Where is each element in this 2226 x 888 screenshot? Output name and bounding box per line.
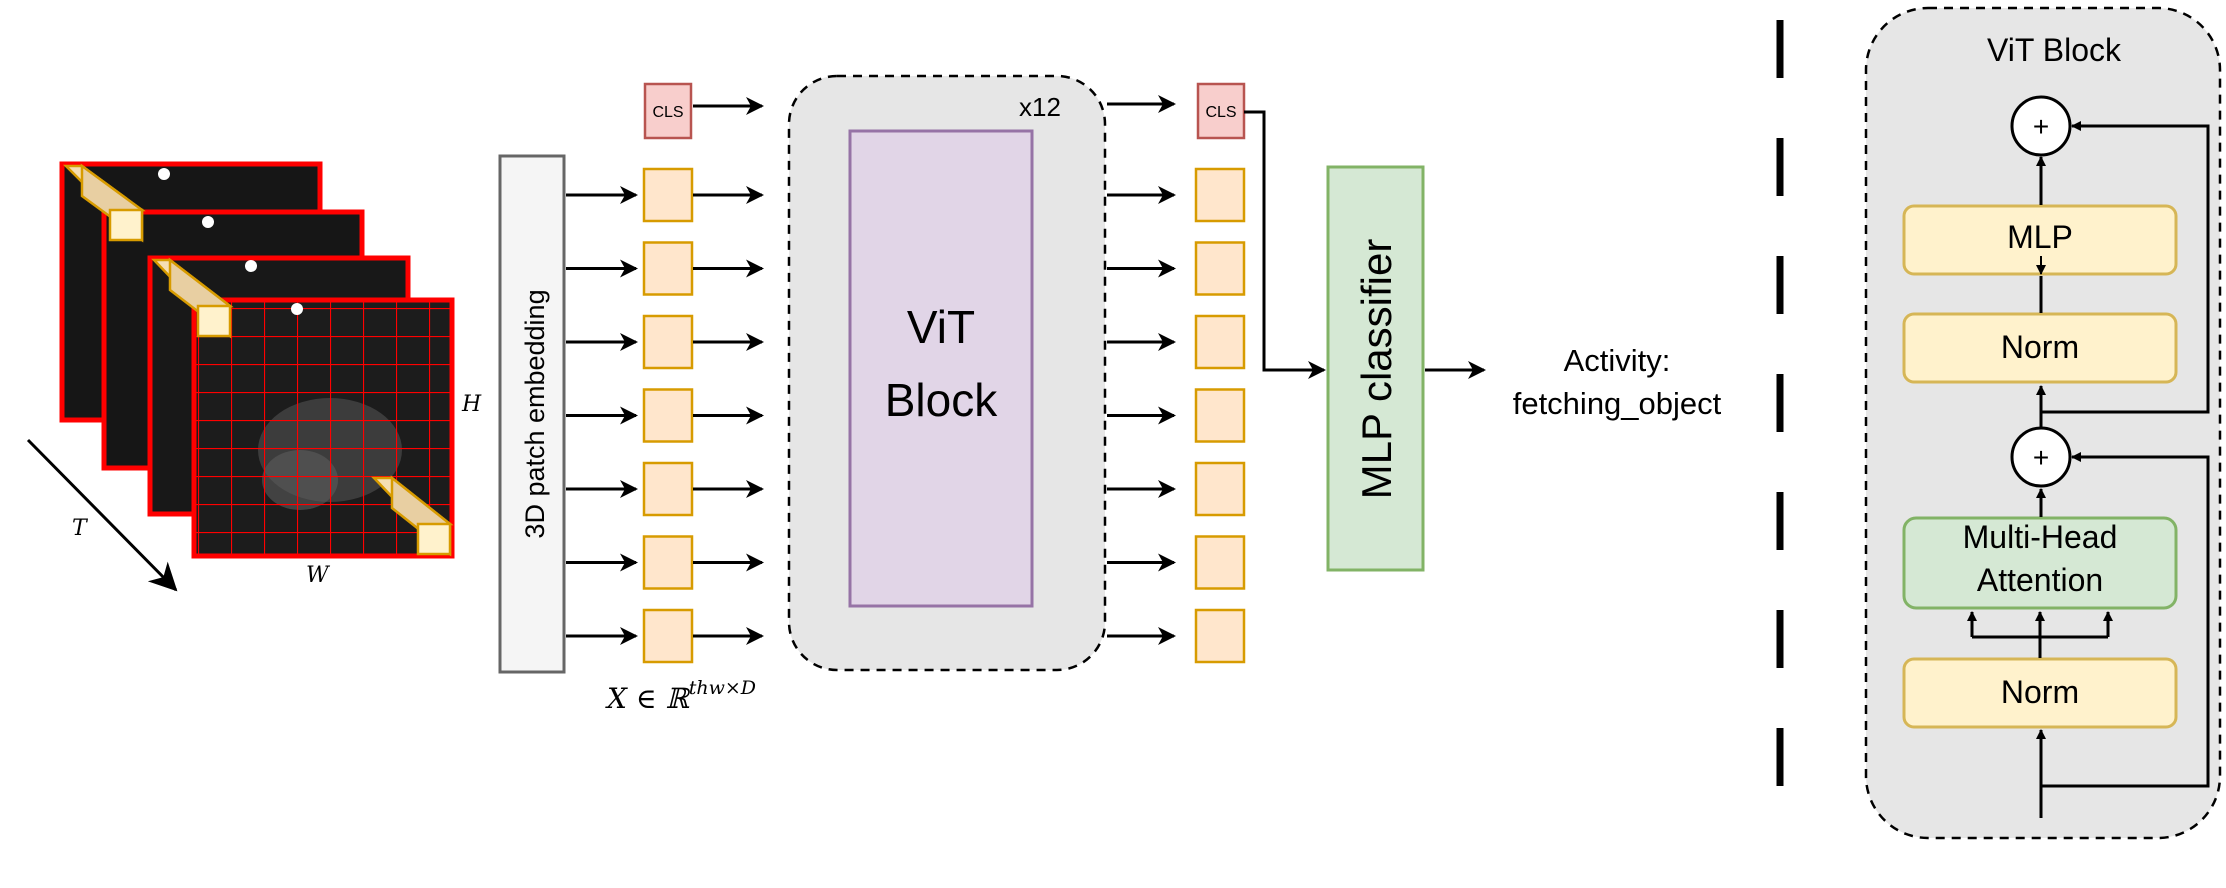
residual-add-lower-symbol: +: [2033, 442, 2049, 473]
cls-token-input: [643, 82, 693, 140]
input-tokens: CLS: [566, 82, 764, 664]
output-patch-token-6: [1194, 535, 1246, 590]
norm-bottom-box: [1902, 657, 2178, 729]
repeat-count-label: x12: [1019, 92, 1061, 122]
axis-h-label: H: [461, 392, 482, 417]
cls-token-input-label: CLS: [652, 104, 683, 121]
norm-bottom-label: Norm: [2001, 674, 2079, 710]
residual-connection-upper: [2041, 121, 2210, 414]
input-patch-token-4: [642, 388, 694, 443]
vit-block-main: [848, 129, 1034, 608]
output-patch-token-3: [1194, 314, 1246, 370]
mlp-label: MLP: [2007, 219, 2073, 255]
time-axis-arrow: [26, 438, 178, 592]
vit-block-detail-title: ViT Block: [1987, 32, 2122, 68]
norm-top-label: Norm: [2001, 329, 2079, 365]
frame-light-dot: [245, 260, 257, 272]
input-patch-token-5: [642, 461, 694, 517]
residual-add-upper-symbol: +: [2033, 111, 2049, 142]
tubelet-patch-1: [62, 163, 146, 243]
output-patch-token-4: [1194, 388, 1246, 443]
norm-top-box: [1902, 312, 2178, 384]
vit-block-detail: ViT Block Norm Multi-Head Attention + No…: [1864, 6, 2222, 840]
output-patch-token-7: [1194, 608, 1246, 664]
vit-block-main-label-line1: ViT: [907, 301, 975, 353]
cls-to-classifier-connector: [1244, 110, 1326, 379]
mlp-classifier-label: MLP classifier: [1353, 239, 1400, 500]
output-patch-token-1: [1194, 167, 1246, 223]
axis-w-label: W: [306, 563, 331, 588]
frame-light-dot: [202, 216, 214, 228]
activity-label-line2: fetching_object: [1513, 386, 1722, 421]
axis-t-label: T: [72, 516, 89, 541]
multi-head-attention-box: [1902, 516, 2178, 610]
input-patch-token-1: [642, 167, 694, 223]
frame-light-dot: [158, 168, 170, 180]
vit-block-main-label-line2: Block: [885, 374, 998, 426]
formula-superscript: thw×D: [689, 677, 756, 699]
output-patch-token-column: [1107, 167, 1246, 664]
residual-connection-lower: [2041, 452, 2210, 788]
multi-head-attention-label-line2: Attention: [1977, 562, 2103, 598]
input-patch-token-7: [642, 608, 694, 664]
output-tokens: CLS: [1107, 82, 1246, 664]
tubelet-patch-3: [371, 475, 454, 557]
residual-add-upper: [2010, 95, 2072, 157]
tubelet-patch-2: [151, 257, 234, 339]
patch-embedding-label: 3D patch embedding: [520, 289, 550, 538]
output-patch-token-5: [1194, 461, 1246, 517]
input-patch-token-column: [566, 167, 764, 664]
input-patch-token-3: [642, 314, 694, 370]
frame-light-dot: [291, 303, 303, 315]
output-patch-token-2: [1194, 241, 1246, 296]
activity-label-line1: Activity:: [1564, 343, 1671, 378]
video-frames: T H W: [26, 161, 482, 592]
mlp-classifier-box: [1326, 165, 1425, 572]
input-patch-token-2: [642, 241, 694, 296]
formula-lhs: X ∈ ℝ: [605, 682, 690, 715]
multi-head-attention-label-line1: Multi-Head: [1963, 519, 2118, 555]
cls-token-output-label: CLS: [1205, 104, 1236, 121]
token-shape-formula: X ∈ ℝthw×D: [605, 677, 756, 715]
input-patch-token-6: [642, 535, 694, 590]
patch-embedding-box: [498, 154, 566, 674]
